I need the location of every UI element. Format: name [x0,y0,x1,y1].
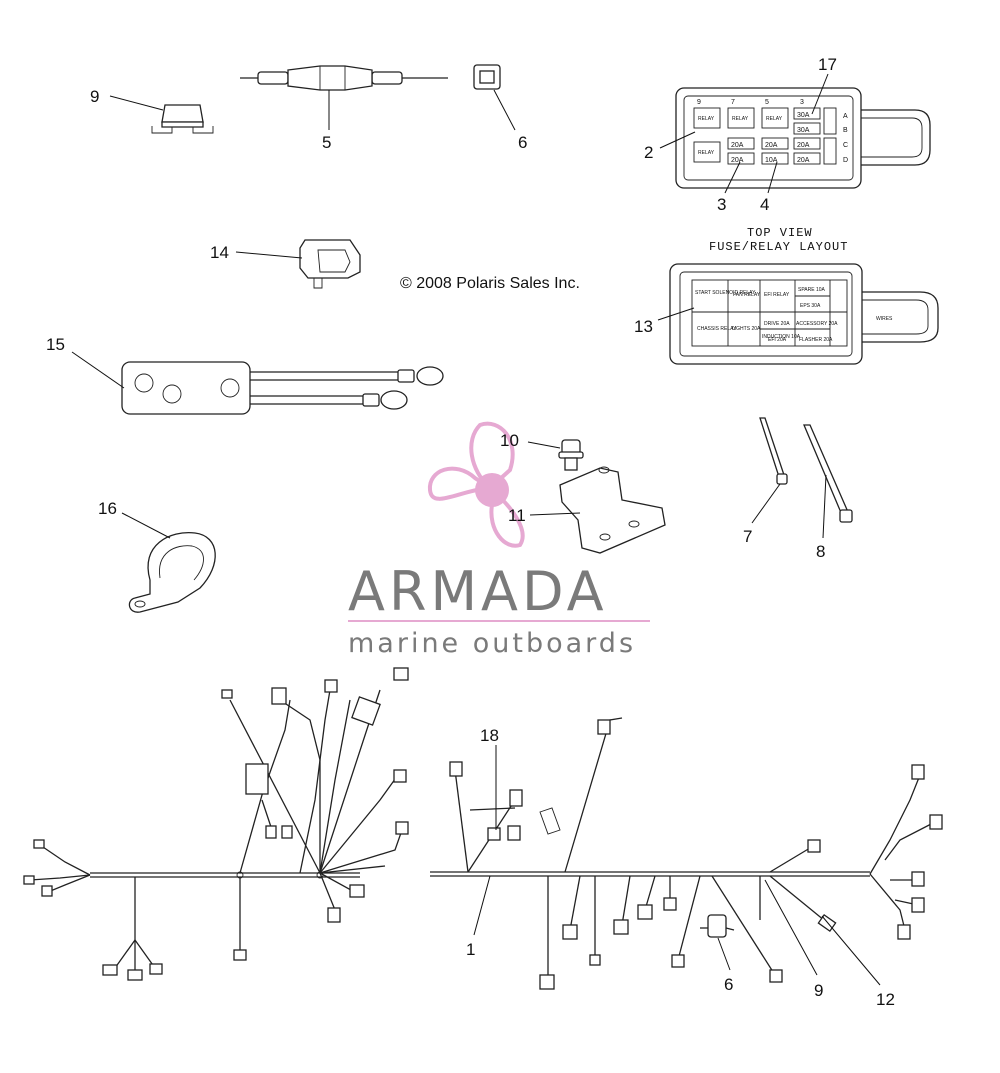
svg-text:EFI RELAY: EFI RELAY [764,292,790,298]
callout-2: 2 [644,143,653,162]
brand-tagline: marine outboards [348,628,636,659]
svg-text:EPS 30A: EPS 30A [800,303,821,309]
svg-text:CHASSIS RELAY: CHASSIS RELAY [697,326,737,332]
callout-16: 16 [98,499,117,518]
callout-17: 17 [818,55,837,74]
part-6-connector: 6 [473,64,527,152]
svg-text:20A: 20A [731,157,744,164]
fuse-box-top-view: TOP VIEW FUSE/RELAY LAYOUT WIRES START S… [634,226,939,365]
svg-text:FLASHER 20A: FLASHER 20A [799,337,833,343]
part-16-clamp: 16 [98,499,216,613]
svg-text:WIRES: WIRES [876,316,893,322]
part-14-sensor: 14 [210,239,361,289]
callout-9: 9 [90,87,99,106]
fuse-box-side-view: 9 7 5 3 A B C D RELAY RELAY RELAY RELAY … [644,55,931,214]
copyright-notice: © 2008 Polaris Sales Inc. [400,275,580,292]
part-8-cable-tie: 8 [803,424,853,561]
svg-text:START SOLENOID RELAY: START SOLENOID RELAY [695,290,756,296]
part-11-bracket: 11 [508,466,666,554]
callout-15: 15 [46,335,65,354]
svg-text:A: A [843,113,848,120]
callout-10: 10 [500,431,519,450]
svg-text:RELAY: RELAY [732,116,749,122]
part-9-relay: 9 [90,87,214,134]
svg-text:3: 3 [800,99,804,106]
callout-5: 5 [322,133,331,152]
callout-18: 18 [480,726,499,745]
callout-14: 14 [210,243,229,262]
right-harness: 1 6 9 12 18 [430,717,943,1009]
svg-text:9: 9 [697,99,701,106]
callout-8: 8 [816,542,825,561]
part-5-fuse-holder: 5 [240,65,448,152]
svg-text:20A: 20A [797,157,810,164]
svg-text:20A: 20A [765,142,778,149]
svg-text:30A: 30A [797,112,810,119]
callout-7: 7 [743,527,752,546]
armada-watermark: ARMADA marine outboards [348,421,650,659]
callout-9-bottom: 9 [814,981,823,1000]
svg-text:RELAY: RELAY [698,150,715,156]
svg-text:FAN RELAY: FAN RELAY [733,292,761,298]
callout-12: 12 [876,990,895,1009]
callout-6-bottom: 6 [724,975,733,994]
svg-text:D: D [843,157,848,164]
callout-1: 1 [466,940,475,959]
svg-text:C: C [843,142,848,149]
left-harness [23,667,409,981]
svg-text:SPARE 10A: SPARE 10A [798,287,826,293]
svg-text:DRIVE 20A: DRIVE 20A [764,321,790,327]
svg-text:10A: 10A [765,157,778,164]
svg-text:RELAY: RELAY [698,116,715,122]
part-15-resistor: 15 [46,335,444,415]
top-view-title: TOP VIEW [747,226,813,240]
part-10-bolt: 10 [500,431,584,471]
callout-4: 4 [760,195,769,214]
layout-title: FUSE/RELAY LAYOUT [709,240,848,254]
callout-6-top: 6 [518,133,527,152]
svg-text:LIGHTS 20A: LIGHTS 20A [732,326,761,332]
svg-text:INDUCTION 10A: INDUCTION 10A [762,334,801,340]
svg-text:EFI 20A: EFI 20A [768,337,787,343]
svg-text:20A: 20A [797,142,810,149]
svg-text:5: 5 [765,99,769,106]
svg-text:B: B [843,127,848,134]
propeller-logo [427,421,525,548]
svg-text:RELAY: RELAY [766,116,783,122]
callout-11: 11 [508,506,526,525]
svg-text:30A: 30A [797,127,810,134]
part-7-cable-tie: 7 [743,417,788,546]
callout-3: 3 [717,195,726,214]
svg-text:ACCESSORY 20A: ACCESSORY 20A [796,321,838,327]
brand-name: ARMADA [348,560,608,623]
callout-13: 13 [634,317,653,336]
svg-text:7: 7 [731,99,735,106]
svg-text:20A: 20A [731,142,744,149]
